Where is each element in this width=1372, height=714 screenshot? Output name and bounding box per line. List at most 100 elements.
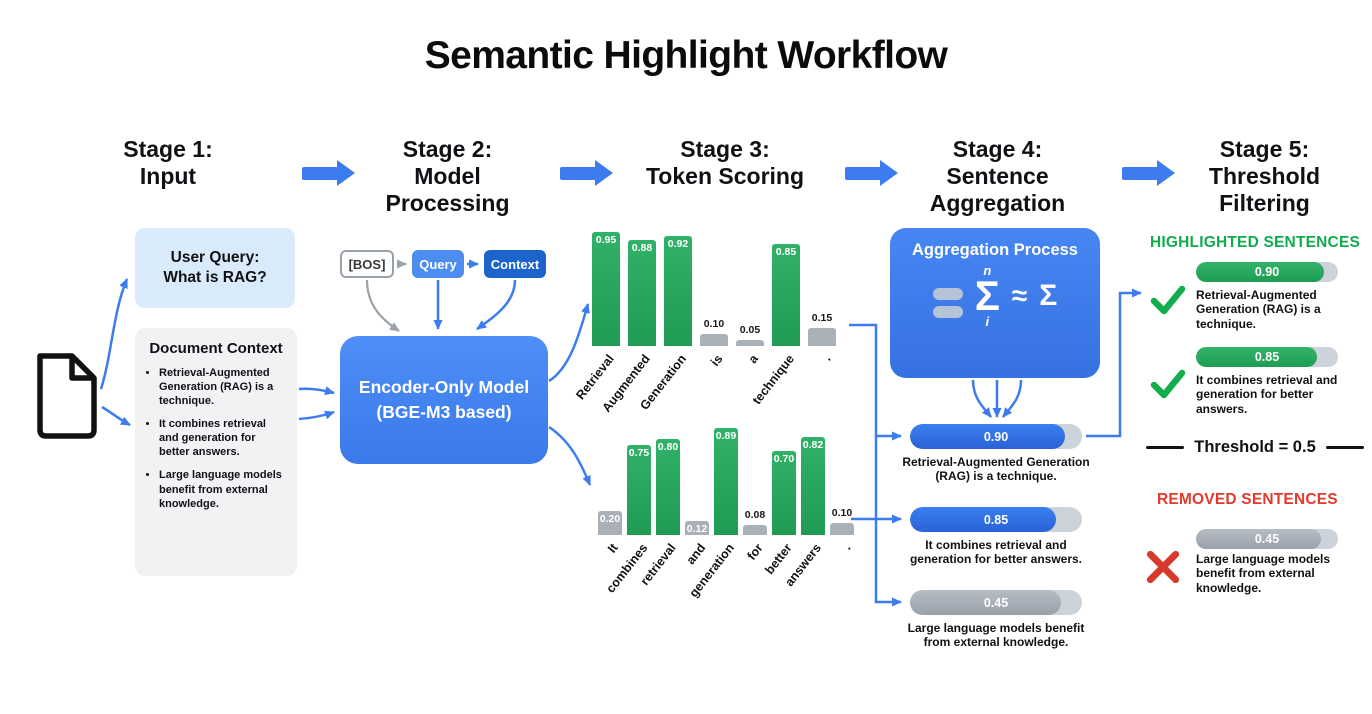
highlighted-sentence-text: It combines retrieval and generation for…	[1196, 373, 1338, 416]
score-value: 0.90	[983, 429, 1009, 444]
aggregation-process-box: Aggregation Process n Σ i ≈ Σ	[890, 228, 1100, 378]
token-score-value: 0.20	[599, 513, 621, 525]
aggregation-title: Aggregation Process	[912, 241, 1078, 259]
token-score-bar: 0.80	[656, 439, 680, 535]
token-score-value: 0.08	[744, 509, 766, 521]
user-query-box: User Query: What is RAG?	[135, 228, 295, 308]
stage-4-id: Stage 4:	[952, 136, 1043, 162]
score-fill	[1196, 262, 1324, 282]
stage-arrow-icon	[1122, 160, 1175, 186]
stage-5-name: Threshold Filtering	[1208, 163, 1321, 217]
token-score-value: 0.05	[739, 324, 761, 336]
sentence-score-bar: 0.90	[910, 424, 1082, 449]
aggregation-formula: n Σ i ≈ Σ	[890, 264, 1100, 328]
stage-arrow-icon	[302, 160, 355, 186]
highlighted-sentence-text: Retrieval-Augmented Generation (RAG) is …	[1196, 288, 1321, 331]
token-score-bar: 0.88	[628, 240, 656, 346]
stage-4-header: Stage 4: Sentence Aggregation	[905, 136, 1090, 217]
token-score-bar	[830, 523, 854, 535]
sigma-small-icon: Σ	[1039, 278, 1058, 312]
stage-1-header: Stage 1: Input	[98, 136, 238, 190]
token-score-bar	[700, 334, 728, 346]
stage-5-header: Stage 5: Threshold Filtering	[1172, 136, 1357, 217]
stage-1-id: Stage 1:	[123, 136, 213, 162]
token-score-value: 0.82	[802, 439, 824, 451]
doc-to-context-arrow	[101, 405, 131, 427]
sentence-text: Retrieval-Augmented Generation (RAG) is …	[902, 455, 1090, 484]
stage-5-id: Stage 5:	[1219, 136, 1310, 162]
diagram-title: Semantic Highlight Workflow	[424, 34, 948, 77]
score-fill	[1196, 529, 1321, 549]
stage-1-name: Input	[139, 163, 197, 190]
score-value: 0.45	[1254, 532, 1280, 546]
bos-down-arrow	[365, 279, 400, 332]
score-fill	[1196, 347, 1317, 367]
stage4-to-stage5-connector	[1086, 288, 1142, 438]
threshold-label: Threshold = 0.5	[1194, 438, 1316, 456]
token-score-value: 0.95	[595, 234, 617, 246]
token-column: 0.15.	[808, 228, 836, 363]
token-score-bar: 0.89	[714, 428, 738, 535]
context-token-box: Context	[484, 250, 546, 278]
score-fill	[910, 424, 1065, 449]
charts-to-sentence3-connector	[849, 323, 902, 607]
context-bullet: It combines retrieval and generation for…	[159, 417, 287, 459]
highlighted-score-bar: 0.85	[1196, 347, 1338, 367]
stage-4-name: Sentence Aggregation	[929, 163, 1066, 217]
score-value: 0.90	[1254, 265, 1280, 279]
token-score-bar	[743, 525, 767, 535]
token-score-value: 0.88	[631, 242, 653, 254]
context-down-arrow	[476, 279, 517, 331]
doc-to-query-arrow	[99, 278, 129, 390]
token-score-bar: 0.92	[664, 236, 692, 346]
score-fill	[910, 507, 1057, 532]
sigma-sum-icon: n Σ i	[974, 263, 1000, 329]
removed-sentences-header: REMOVED SENTENCES	[1157, 491, 1338, 508]
aggregation-arrow-1	[971, 379, 992, 418]
token-score-bar: 0.75	[627, 445, 651, 535]
stage-arrow-icon	[845, 160, 898, 186]
approx-symbol: ≈	[1011, 279, 1028, 311]
x-icon	[1146, 550, 1180, 584]
document-context-title: Document Context	[149, 340, 283, 357]
token-score-value: 0.70	[773, 453, 795, 465]
removed-score-bar: 0.45	[1196, 529, 1338, 549]
aggregation-arrow-3	[1002, 379, 1023, 418]
stage-2-header: Stage 2: Model Processing	[360, 136, 535, 217]
encoder-to-bottom-chart-arrow	[548, 425, 592, 486]
input-to-encoder-arrow-1	[298, 386, 335, 395]
context-bullet: Large language models benefit from exter…	[159, 468, 287, 510]
stage-3-header: Stage 3: Token Scoring	[610, 136, 840, 190]
token-score-bar: 0.20	[598, 511, 622, 535]
score-value: 0.85	[983, 512, 1009, 527]
token-score-value: 0.80	[657, 441, 679, 453]
encoder-model-name: Encoder-Only Model	[358, 376, 530, 397]
token-score-value: 0.85	[775, 246, 797, 258]
document-context-box: Document Context Retrieval-Augmented Gen…	[135, 328, 297, 576]
token-score-bar: 0.95	[592, 232, 620, 346]
stage-3-id: Stage 3:	[680, 136, 770, 162]
encoder-to-top-chart-arrow	[548, 303, 590, 383]
token-score-bar	[736, 340, 764, 346]
sentence-text: Large language models benefit from exter…	[907, 621, 1085, 650]
token-score-value: 0.75	[628, 447, 650, 459]
threshold-line	[1146, 446, 1185, 449]
token-score-value: 0.89	[715, 430, 737, 442]
token-score-bar	[808, 328, 836, 346]
sentence-score-bar: 0.45	[910, 590, 1082, 615]
input-to-encoder-arrow-2	[298, 410, 335, 421]
token-score-value: 0.10	[703, 318, 725, 330]
encoder-model-base: (BGE-M3 based)	[376, 402, 512, 422]
